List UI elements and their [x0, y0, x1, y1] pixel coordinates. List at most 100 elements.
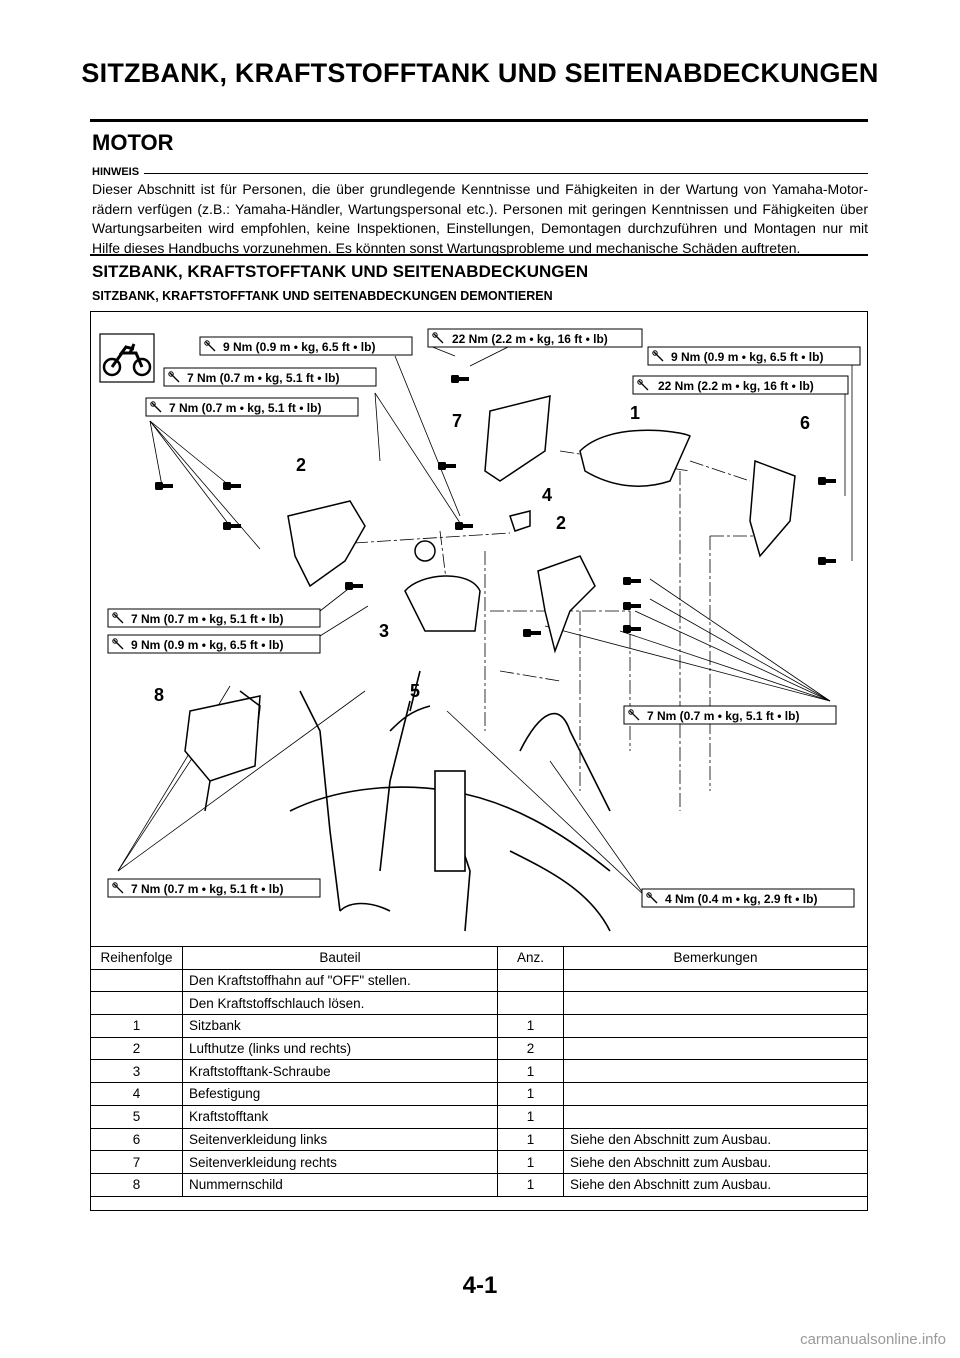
torque-label-6: 7 Nm (0.7 m • kg, 5.1 ft • lb): [145, 397, 359, 417]
svg-text:7 Nm (0.7 m • kg, 5.1 ft • lb): 7 Nm (0.7 m • kg, 5.1 ft • lb): [187, 371, 339, 385]
watermark-text: carmanualsonline.info: [800, 1331, 946, 1348]
header-rule: [90, 119, 868, 122]
table-cell: Sitzbank: [182, 1014, 498, 1038]
note-bottom-rule: [90, 254, 868, 256]
air-scoop-left-part: [287, 500, 366, 588]
table-cell: 1: [497, 1059, 564, 1084]
table-cell: 5: [90, 1104, 183, 1129]
table-row: 6 Seitenverkleidung links 1 Siehe den Ab…: [90, 1127, 868, 1152]
table-cell: Kraftstofftank: [182, 1104, 498, 1129]
table-cell: [563, 1059, 868, 1084]
table-cell: Befestigung: [182, 1082, 498, 1106]
callout-6: 6: [800, 413, 810, 433]
table-cell: Den Kraftstoffschlauch lösen.: [182, 991, 498, 1016]
table-cell: 3: [90, 1059, 183, 1084]
torque-label-2: 22 Nm (2.2 m • kg, 16 ft • lb): [427, 328, 643, 348]
table-cell: [563, 1014, 868, 1038]
svg-text:22 Nm (2.2 m • kg, 16 ft • lb): 22 Nm (2.2 m • kg, 16 ft • lb): [658, 379, 814, 393]
table-cell: Kraftstofftank-Schraube: [182, 1059, 498, 1084]
callout-7: 7: [452, 411, 462, 431]
column-header: Bemerkungen: [563, 946, 868, 970]
callout-8: 8: [154, 685, 164, 705]
fuel-tank-part: [404, 575, 481, 632]
exploded-diagram: 9 Nm (0.9 m • kg, 6.5 ft • lb) 22 Nm (2.…: [99, 328, 861, 932]
torque-label-1: 9 Nm (0.9 m • kg, 6.5 ft • lb): [199, 336, 413, 356]
seat-part: [579, 429, 691, 487]
table-cell: 8: [90, 1172, 183, 1197]
callout-1: 1: [630, 403, 640, 423]
table-row: 5 Kraftstofftank 1: [90, 1104, 868, 1129]
table-cell: Nummernschild: [182, 1172, 498, 1197]
note-text: Dieser Abschnitt ist für Personen, die ü…: [92, 181, 868, 256]
table-row: 2 Lufthutze (links und rechts) 2: [90, 1036, 868, 1061]
subsection-title: SITZBANK, KRAFTSTOFFTANK UND SEITENABDEC…: [92, 262, 589, 281]
svg-text:9 Nm (0.9 m • kg, 6.5 ft • lb): 9 Nm (0.9 m • kg, 6.5 ft • lb): [223, 340, 375, 354]
side-panel-left-part: [749, 459, 796, 558]
torque-label-8: 9 Nm (0.9 m • kg, 6.5 ft • lb): [107, 634, 321, 654]
table-cell: Seitenverkleidung rechts: [182, 1150, 498, 1174]
svg-text:7 Nm (0.7 m • kg, 5.1 ft • lb): 7 Nm (0.7 m • kg, 5.1 ft • lb): [647, 709, 799, 723]
torque-label-3: 7 Nm (0.7 m • kg, 5.1 ft • lb): [163, 367, 377, 387]
parts-table: Reihenfolge Bauteil Anz. Bemerkungen Den…: [90, 946, 868, 1197]
svg-text:7 Nm (0.7 m • kg, 5.1 ft • lb): 7 Nm (0.7 m • kg, 5.1 ft • lb): [131, 612, 283, 626]
table-cell: 1: [497, 1104, 564, 1129]
figure-frame: [90, 311, 868, 1211]
fuel-cap-part: [414, 540, 436, 562]
table-cell: [563, 1082, 868, 1106]
table-cell: 2: [497, 1036, 564, 1061]
column-header: Reihenfolge: [90, 946, 183, 970]
table-cell: Siehe den Abschnitt zum Ausbau.: [563, 1127, 868, 1152]
air-scoop-right-part: [537, 555, 596, 654]
page-number: 4-1: [462, 1272, 498, 1299]
table-cell: Seitenverkleidung links: [182, 1127, 498, 1152]
section-title: MOTOR: [92, 130, 174, 155]
torque-label-9: 7 Nm (0.7 m • kg, 5.1 ft • lb): [623, 705, 837, 725]
table-cell: Siehe den Abschnitt zum Ausbau.: [563, 1172, 868, 1197]
table-cell: 1: [497, 1172, 564, 1197]
motorcycle-icon: [99, 333, 155, 383]
table-cell: 7: [90, 1150, 183, 1174]
callout-5: 5: [410, 681, 420, 701]
table-cell: 2: [90, 1036, 183, 1061]
note-label: HINWEIS: [92, 166, 140, 178]
callout-3: 3: [379, 621, 389, 641]
column-header: Anz.: [497, 946, 564, 970]
torque-label-5: 22 Nm (2.2 m • kg, 16 ft • lb): [632, 375, 849, 395]
table-row: Den Kraftstoffschlauch lösen.: [90, 991, 868, 1016]
bracket-part: [509, 510, 531, 532]
callout-2-left: 2: [296, 455, 306, 475]
page-header-title: SITZBANK, KRAFTSTOFFTANK UND SEITENABDEC…: [81, 58, 879, 88]
svg-text:4 Nm (0.4 m • kg, 2.9 ft • lb): 4 Nm (0.4 m • kg, 2.9 ft • lb): [665, 892, 817, 906]
table-cell: Lufthutze (links und rechts): [182, 1036, 498, 1061]
torque-label-10: 7 Nm (0.7 m • kg, 5.1 ft • lb): [107, 878, 321, 898]
subsection-subtitle: SITZBANK, KRAFTSTOFFTANK UND SEITENABDEC…: [92, 289, 553, 303]
table-cell: [90, 991, 183, 1016]
torque-label-11: 4 Nm (0.4 m • kg, 2.9 ft • lb): [641, 888, 855, 908]
callout-2-right: 2: [556, 513, 566, 533]
table-row: 1 Sitzbank 1: [90, 1014, 868, 1038]
note-rule: [144, 173, 868, 174]
table-cell: [563, 968, 868, 993]
table-cell: [563, 1036, 868, 1061]
svg-text:7 Nm (0.7 m • kg, 5.1 ft • lb): 7 Nm (0.7 m • kg, 5.1 ft • lb): [169, 401, 321, 415]
callout-4: 4: [542, 485, 552, 505]
svg-text:7 Nm (0.7 m • kg, 5.1 ft • lb): 7 Nm (0.7 m • kg, 5.1 ft • lb): [131, 882, 283, 896]
table-cell: Siehe den Abschnitt zum Ausbau.: [563, 1150, 868, 1174]
table-cell: Den Kraftstoffhahn auf "OFF" stellen.: [182, 968, 498, 993]
table-row: 3 Kraftstofftank-Schraube 1: [90, 1059, 868, 1084]
table-cell: 6: [90, 1127, 183, 1152]
table-cell: [563, 1104, 868, 1129]
number-plate-part: [184, 695, 261, 782]
table-cell: [497, 991, 564, 1016]
table-header-row: Reihenfolge Bauteil Anz. Bemerkungen: [90, 946, 868, 970]
table-cell: 1: [497, 1082, 564, 1106]
table-cell: 1: [497, 1150, 564, 1174]
table-cell: 1: [497, 1014, 564, 1038]
side-panel-right-part: [484, 395, 551, 482]
torque-label-4: 9 Nm (0.9 m • kg, 6.5 ft • lb): [647, 346, 861, 366]
table-cell: 1: [497, 1127, 564, 1152]
table-cell: [90, 968, 183, 993]
table-row: Den Kraftstoffhahn auf "OFF" stellen.: [90, 968, 868, 993]
svg-text:9 Nm (0.9 m • kg, 6.5 ft • lb): 9 Nm (0.9 m • kg, 6.5 ft • lb): [671, 350, 823, 364]
svg-text:9 Nm (0.9 m • kg, 6.5 ft • lb): 9 Nm (0.9 m • kg, 6.5 ft • lb): [131, 638, 283, 652]
